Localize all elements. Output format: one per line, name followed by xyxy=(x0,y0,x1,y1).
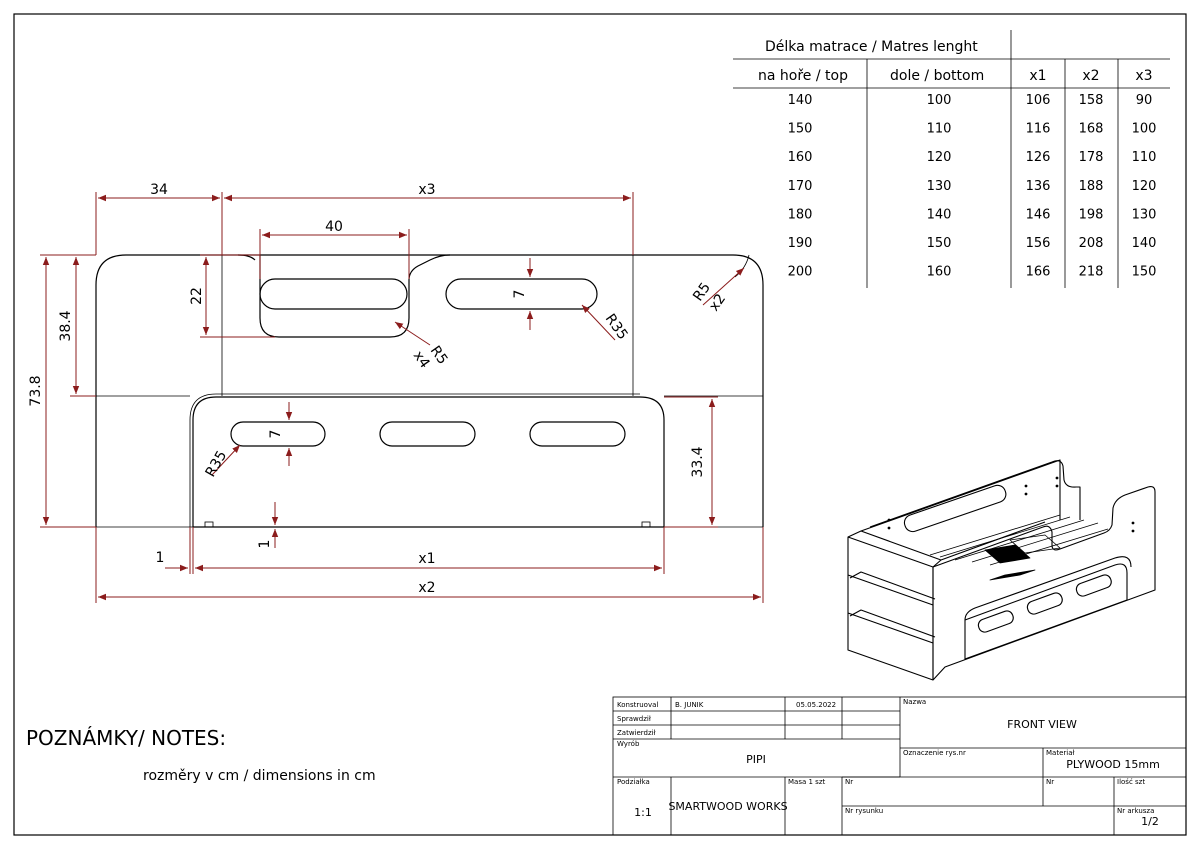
table-cell-bottom: 100 xyxy=(927,93,952,108)
tb-small-4: Masa 1 szt xyxy=(788,778,825,786)
tb-wyrob-label: Wyrób xyxy=(617,740,640,748)
tb-small-7: Nr arkusza xyxy=(1117,807,1154,815)
sheet-border xyxy=(13,13,1187,836)
table-cell-x3: 110 xyxy=(1132,150,1157,165)
tb-nazwa-label: Nazwa xyxy=(903,698,926,706)
table-header-top: na hoře / top xyxy=(758,68,848,84)
table-header-x1: x1 xyxy=(1029,68,1046,84)
table-cell-x3: 140 xyxy=(1132,236,1157,251)
tb-podzialka-value: 1:1 xyxy=(634,806,652,819)
table-cell-x2: 168 xyxy=(1079,122,1104,137)
table-cell-bottom: 150 xyxy=(927,236,952,251)
table-cell-x1: 126 xyxy=(1026,150,1051,165)
isometric-bed-view xyxy=(847,459,1156,681)
table-cell-x3: 90 xyxy=(1136,93,1153,108)
tb-company: SMARTWOOD WORKS xyxy=(668,800,787,813)
tb-arkusz-value: 1/2 xyxy=(1141,815,1159,828)
tb-konstruoval-date: 05.05.2022 xyxy=(796,701,836,709)
table-header-x2: x2 xyxy=(1082,68,1099,84)
tb-material-label: Materiał xyxy=(1046,749,1074,757)
tb-sprawdzil-label: Sprawdził xyxy=(617,715,651,723)
dim-r35-bottom: R35 xyxy=(203,448,231,480)
table-header-x3: x3 xyxy=(1135,68,1152,84)
drawer-slot-2 xyxy=(379,421,476,447)
table-cell-x1: 146 xyxy=(1026,207,1051,222)
tb-zatwierdzil-label: Zatwierdził xyxy=(617,729,656,737)
table-header-bottom: dole / bottom xyxy=(890,68,984,84)
drawer-panel-outline xyxy=(192,396,665,528)
tb-sheet-label: Nr rysunku xyxy=(845,807,883,815)
table-cell-x2: 218 xyxy=(1079,265,1104,280)
tb-small-2: Nr xyxy=(845,778,853,786)
table-cell-bottom: 160 xyxy=(927,265,952,280)
dim-22: 22 xyxy=(189,287,205,305)
dim-73-8: 73.8 xyxy=(28,375,44,406)
table-cell-x1: 166 xyxy=(1026,265,1051,280)
dim-r5-x4: R5 xyxy=(427,343,451,367)
dim-40: 40 xyxy=(325,219,343,235)
dim-33-4: 33.4 xyxy=(690,446,706,477)
table-cell-x1: 106 xyxy=(1026,93,1051,108)
table-cell-top: 180 xyxy=(788,207,813,222)
table-cell-top: 190 xyxy=(788,236,813,251)
table-cell-x2: 178 xyxy=(1079,150,1104,165)
table-cell-top: 200 xyxy=(788,265,813,280)
table-title: Délka matrace / Matres lenght xyxy=(765,39,978,55)
tb-small-3: Nr xyxy=(1046,778,1054,786)
tb-nazwa-value: FRONT VIEW xyxy=(1007,718,1077,731)
tb-small-5: Ilość szt xyxy=(1117,778,1145,786)
table-rows: 140 100 106 158 90 150 110 116 168 100 160 120 126 17… xyxy=(788,93,1157,280)
tb-wyrob-value: PIPI xyxy=(746,753,766,766)
tb-material-value: PLYWOOD 15mm xyxy=(1066,758,1160,771)
table-cell-x3: 130 xyxy=(1132,207,1157,222)
table-cell-bottom: 110 xyxy=(927,122,952,137)
top-right-slot xyxy=(445,278,598,310)
dimension-lines: 34 x3 40 22 38.4 73.8 7 R5 x4 R35 xyxy=(28,182,764,603)
table-cell-x2: 158 xyxy=(1079,93,1104,108)
notes-title: POZNÁMKY/ NOTES: xyxy=(26,726,226,750)
top-cutout xyxy=(259,254,451,338)
table-cell-top: 150 xyxy=(788,122,813,137)
tb-konstruoval-label: Konstruoval xyxy=(617,701,658,709)
dim-x3: x3 xyxy=(418,182,435,198)
table-cell-top: 170 xyxy=(788,179,813,194)
dim-7-top: 7 xyxy=(512,290,528,299)
back-panel-outline xyxy=(95,254,764,527)
table-cell-top: 140 xyxy=(788,93,813,108)
table-cell-bottom: 140 xyxy=(927,207,952,222)
table-cell-top: 160 xyxy=(788,150,813,165)
dim-38-4: 38.4 xyxy=(58,310,74,341)
table-cell-bottom: 120 xyxy=(927,150,952,165)
table-cell-x1: 136 xyxy=(1026,179,1051,194)
dim-x2: x2 xyxy=(418,580,435,596)
table-cell-x3: 100 xyxy=(1132,122,1157,137)
tb-small-1: Oznaczenie rys.nr xyxy=(903,749,966,757)
tb-konstruoval-name: B. JUNIK xyxy=(675,701,704,709)
notes-text: rozměry v cm / dimensions in cm xyxy=(143,768,376,784)
dim-1-bottom: 1 xyxy=(257,540,273,549)
dim-x1: x1 xyxy=(418,551,435,567)
table-cell-x1: 116 xyxy=(1026,122,1051,137)
table-cell-x1: 156 xyxy=(1026,236,1051,251)
dim-1-left: 1 xyxy=(156,550,165,566)
table-cell-bottom: 130 xyxy=(927,179,952,194)
title-block: Konstruoval B. JUNIK 05.05.2022 Sprawdzi… xyxy=(612,696,1187,836)
dimension-table: Délka matrace / Matres lenght na hoře / … xyxy=(733,30,1170,288)
front-view-drawing xyxy=(95,254,764,528)
drawer-slot-3 xyxy=(529,421,626,447)
drawer-slot-1 xyxy=(230,421,326,447)
table-cell-x2: 188 xyxy=(1079,179,1104,194)
table-cell-x3: 120 xyxy=(1132,179,1157,194)
dim-34: 34 xyxy=(150,182,168,198)
top-cutout-inner-slot xyxy=(259,278,408,310)
dim-r35-top: R35 xyxy=(602,311,631,343)
table-cell-x2: 208 xyxy=(1079,236,1104,251)
table-cell-x3: 150 xyxy=(1132,265,1157,280)
dim-7-bottom: 7 xyxy=(268,430,284,439)
tb-podzialka-label: Podziałka xyxy=(617,778,650,786)
table-cell-x2: 198 xyxy=(1079,207,1104,222)
